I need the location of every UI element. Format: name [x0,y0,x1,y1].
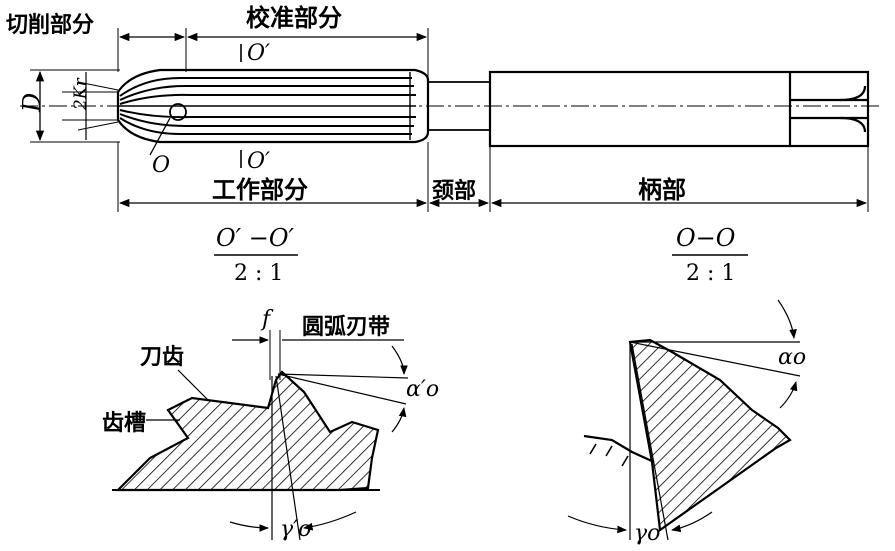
section-left-profile: f 圆弧刃带 刀齿 齿槽 α′o γ′o [102,307,439,542]
gamma-prime-arrow-left [229,521,269,532]
section-right-name: O−O [676,224,736,252]
label-gamma-o-prime: γ′o [280,517,311,542]
gamma-face-line [631,343,669,541]
flute-curve-right [583,434,655,464]
label-neck: 颈部 [432,178,476,204]
dimension-d [30,69,120,143]
label-diameter: D [18,93,46,113]
label-alpha-o-prime: α′o [406,377,439,402]
alpha-prime-arrow-top [391,345,408,375]
label-flute: 齿槽 [102,410,146,436]
alpha-prime-flank-line [277,373,407,405]
label-cutting-part: 切削部分 [6,12,94,38]
section-o-circle [169,103,187,121]
section-right-profile: αo γo [567,299,806,546]
label-calibrating-part: 校准部分 [246,4,342,32]
section-right-scale: 2 : 1 [686,261,735,286]
neck-outline [428,81,490,131]
alpha-prime-ref-line [277,373,409,379]
alpha-arrow-bottom [779,381,798,409]
label-arc-land: 圆弧刃带 [302,314,390,340]
label-working-part: 工作部分 [212,176,308,204]
tooth-profile-left [115,370,380,492]
alpha-prime-arrow-bottom [391,407,407,433]
section-left-scale: 2 : 1 [234,261,283,286]
label-2kr: 2Kr [71,77,91,111]
section-left-name: O′ −O′ [216,224,295,252]
label-shank: 柄部 [638,176,686,204]
working-body-outline [116,68,430,144]
section-titles: O′ −O′ 2 : 1 O−O 2 : 1 [214,224,748,286]
label-f: f [260,307,274,332]
tooth-leader [177,369,209,401]
label-gamma-o: γo [634,521,660,546]
shank-outline [488,70,870,148]
alpha-arrow-top [777,299,797,339]
tooth-profile-right [628,338,792,532]
dimension-bottom [117,142,869,212]
o-leader-line [149,117,171,156]
flute-lines [118,72,416,140]
label-o-prime-top: O′ [247,41,270,66]
alpha-flank-line [629,341,801,377]
label-o: O [152,153,170,178]
gamma-prime-arrow-right [303,511,357,531]
label-o-prime-bottom: O′ [247,149,270,174]
flute-hatch-right [589,443,629,467]
label-cutting-tooth: 刀齿 [140,344,184,370]
gamma-prime-face-line [275,375,301,541]
gamma-arrow-right [671,511,713,533]
gamma-arrow-left [567,515,627,534]
reamer-side-view: 切削部分 校准部分 O′ O′ O D 2Kr [6,4,880,212]
dimension-top [117,28,429,78]
label-alpha-o: αo [778,345,806,370]
